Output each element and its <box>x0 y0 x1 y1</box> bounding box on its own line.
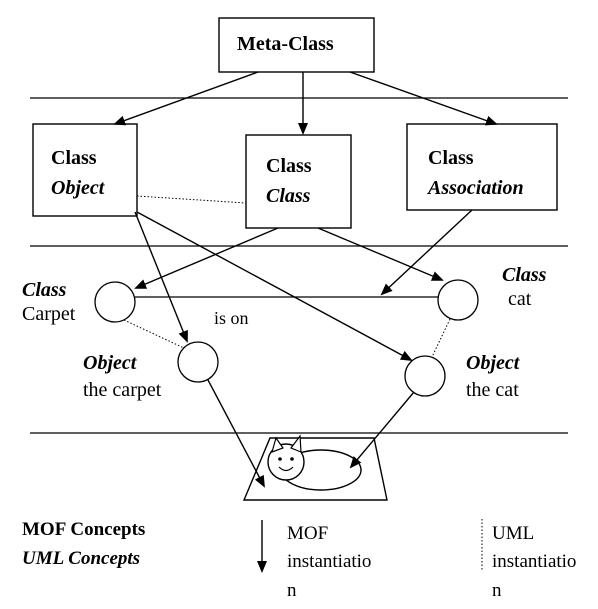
association-label: is on <box>214 308 249 328</box>
cat-eye-left-illustration <box>278 457 282 461</box>
object-cat-line1: Object <box>466 352 521 374</box>
class-cat-line1: Class <box>502 264 547 286</box>
legend-mof-concepts: MOF Concepts <box>22 519 145 540</box>
mof-instantiation-arrow-class-object-to-carpet-object <box>134 211 188 343</box>
mof-instantiation-arrow-class-class-to-cat <box>317 227 444 281</box>
mof-instantiation-arrow-cat-object-to-illustration <box>349 391 415 469</box>
legend-mof-instantiation-line3: n <box>287 580 297 601</box>
mof-instantiation-arrow-carpet-object-to-illustration <box>207 379 265 488</box>
cat-head-illustration <box>267 443 305 481</box>
class-association-box <box>406 123 558 211</box>
object-carpet-line2: the carpet <box>83 379 162 401</box>
legend-uml-instantiation-line2: instantiatio <box>492 551 576 572</box>
uml-instantiation-dotted-line-carpet <box>123 319 185 349</box>
object-cat-line2: the cat <box>466 379 519 401</box>
class-object-line2: Object <box>51 177 106 199</box>
cat-eye-right-illustration <box>290 457 294 461</box>
class-class-box <box>245 134 352 229</box>
class-class-line2: Class <box>266 185 311 207</box>
mof-instantiation-arrow-meta-to-class-association <box>349 71 498 126</box>
mof-instantiation-arrow-class-object-to-cat-object <box>136 211 413 361</box>
legend-mof-instantiation-line1: MOF <box>287 523 328 544</box>
mof-instantiation-arrow-class-class-to-carpet <box>134 227 279 289</box>
object-carpet-line1: Object <box>83 352 138 374</box>
legend-uml-instantiation-line3: n <box>492 580 502 601</box>
mof-instantiation-arrow-class-association-to-association <box>380 209 473 296</box>
class-object-line1: Class <box>51 147 97 169</box>
uml-instantiation-dotted-line-class-object-to-class-class <box>136 195 247 204</box>
class-class-line1: Class <box>266 155 312 177</box>
object-carpet-circle <box>177 341 219 383</box>
legend-mof-instantiation-line2: instantiatio <box>287 551 371 572</box>
class-association-line2: Association <box>426 177 524 199</box>
cat-ear-left-illustration <box>271 436 284 453</box>
meta-class-box <box>218 17 375 73</box>
class-carpet-line2: Carpet <box>22 303 76 325</box>
mof-instantiation-arrow-meta-to-class-object <box>113 71 259 126</box>
cat-ear-right-illustration <box>290 434 302 453</box>
legend-uml-instantiation-line1: UML <box>492 523 534 544</box>
meta-class-label: Meta-Class <box>237 33 334 55</box>
object-cat-circle <box>404 355 446 397</box>
cat-smile-illustration <box>278 466 294 472</box>
class-carpet-circle <box>94 281 136 323</box>
class-cat-circle <box>437 279 479 321</box>
uml-instantiation-dotted-line-cat <box>431 318 451 358</box>
legend-uml-concepts: UML Concepts <box>22 548 140 569</box>
class-carpet-line1: Class <box>22 279 67 301</box>
class-object-box <box>32 123 138 217</box>
class-cat-line2: cat <box>508 288 532 310</box>
class-association-line1: Class <box>428 147 474 169</box>
